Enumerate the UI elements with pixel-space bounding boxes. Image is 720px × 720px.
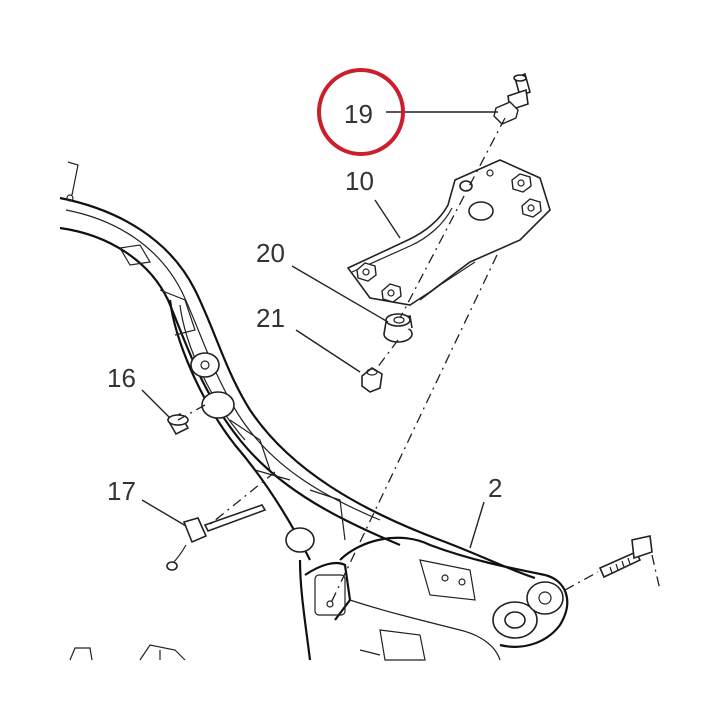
grommet-part-20 (383, 313, 413, 343)
grommet-part-16 (166, 412, 190, 436)
callout-2: 2 (488, 473, 502, 503)
callout-16: 16 (107, 363, 136, 393)
bracket-part-10 (346, 159, 551, 306)
callout-21: 21 (256, 303, 285, 333)
cable-tie-part-17 (166, 504, 267, 571)
spacer-part-21 (361, 367, 383, 393)
callout-10: 10 (345, 166, 374, 196)
bolt-part-19 (493, 72, 531, 125)
callout-17: 17 (107, 476, 136, 506)
callout-20: 20 (256, 238, 285, 268)
highlight-circle (317, 68, 405, 156)
pivot-bolt (598, 535, 653, 579)
callout-19: 19 (344, 99, 373, 129)
assembly-lines (177, 117, 661, 606)
leader-lines (141, 111, 498, 549)
frame-part-2 (59, 161, 569, 661)
